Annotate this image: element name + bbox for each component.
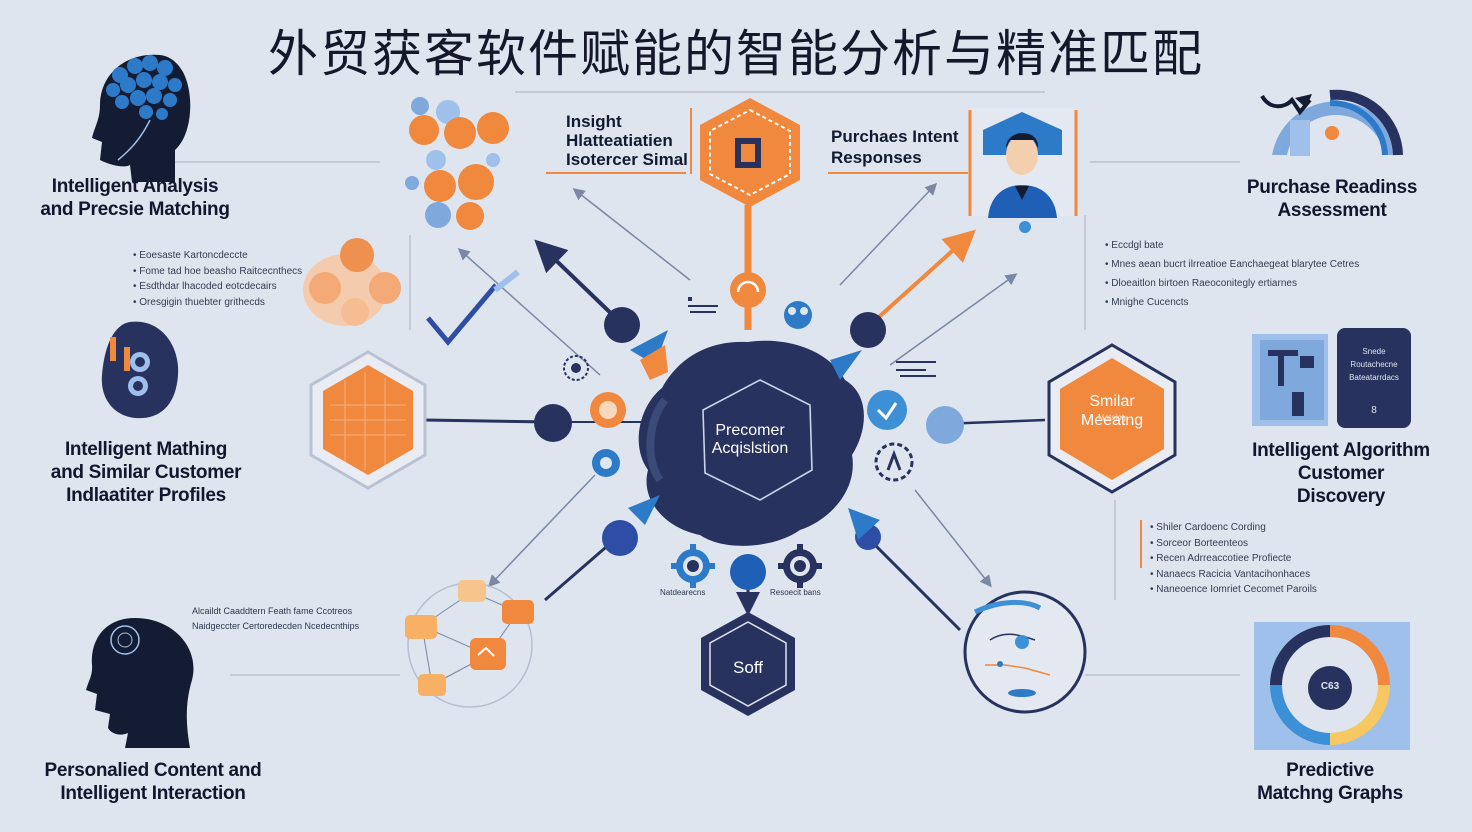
top-hexagon [700,98,800,207]
person-silhouette-icon [86,618,194,748]
gear-caption-left: Natdearecns [660,588,706,597]
gauge-icon [1260,89,1403,156]
personalized-label: Personalied Content and Intelligent Inte… [44,760,262,804]
bullet-item: Shiler Cardoenc Cording [1150,520,1317,536]
insight-underline [546,172,686,174]
algorithm-card-text: Snede Routachecne Bateatarrdacs [1349,347,1399,382]
bottom-hex-label: Soff [733,658,763,677]
bullet-item: Sorceor Borteenteos [1150,536,1317,552]
orange-circle-cluster [405,97,509,230]
bottom-hexagon [701,612,795,716]
insight-label: Insight Hlatteatiatien Isotercer Simal [566,112,688,169]
analysis-label: Intelligent Analysis and Precsie Matchin… [40,176,230,220]
right-hexagon [1047,343,1177,494]
algorithm-label: Intelligent Algorithm Customer Discovery [1252,440,1430,507]
matching-device-icon [101,321,179,419]
similar-hex-sublabel: Matcing [1097,413,1126,422]
bullet-item: Nanaecs Racicia Vantacihonhaces [1150,567,1317,583]
algorithm-bullets: Shiler Cardoenc Cording Sorceor Borteent… [1150,520,1317,598]
predictive-label: Predictive Matchng Graphs [1257,760,1403,804]
orange-blob-group [303,238,401,326]
hub-nodes [534,272,964,590]
central-hub [638,340,864,546]
bullet-item: Fome tad hoe beasho Raitcecnthecs [133,264,302,280]
personalized-caption: Alcaildt Caaddtern Feath fame Ccotreos N… [192,606,360,631]
bullet-item: Eccdgl bate [1105,236,1359,255]
donut-center-label: C63 [1320,681,1340,692]
bullet-item: Mnighe Cucencts [1105,293,1359,312]
purchase-intent-underline [828,172,968,174]
matching-label: Intelligent Mathing and Similar Customer… [50,439,242,506]
analytics-circle [963,590,1087,714]
bullet-item: Eoesaste Kartoncdeccte [133,248,302,264]
arrow-shards [628,330,880,540]
analysis-bullets: Eoesaste Kartoncdeccte Fome tad hoe beas… [133,248,302,310]
gear-icons [563,301,914,588]
purchase-intent-label: Purchaes Intent Responses [831,127,959,167]
network-circle [405,580,534,708]
bullet-item: Recen Adrreaccotiee Profiecte [1150,551,1317,567]
readiness-label: Purchase Readinss Assessment [1246,177,1418,221]
bullet-item: Mnes aean bucrt ilrreatioe Eanchaegeat b… [1105,255,1359,274]
readiness-bullets: Eccdgl bate Mnes aean bucrt ilrreatioe E… [1105,236,1359,312]
bullet-item: Esdthdar lhacoded eotcdecairs [133,279,302,295]
insight-divider [690,108,692,174]
left-hexagon [309,350,427,490]
person-card [968,108,1078,233]
donut-chart [1254,622,1410,750]
page-title: 外贸获客软件赋能的智能分析与精准匹配 [268,25,1204,83]
algorithm-bullets-bar [1140,520,1142,568]
check-icon [426,283,498,346]
bullet-item: Naneoence Iomriet Cecomet Paroils [1150,582,1317,598]
brain-head-icon [92,54,191,182]
gear-caption-right: Resoecit bans [770,588,821,597]
small-decor [688,297,936,377]
algorithm-cards [1252,328,1411,428]
bullet-item: Dloeaitlon birtoen Raeoconitegly ertiarn… [1105,274,1359,293]
hub-label: Precomer Acqislstion [711,422,789,457]
algorithm-card-number: 8 [1371,405,1377,416]
bullet-item: Oresgigin thuebter grithecds [133,295,302,311]
similar-hex-label: Smilar Meeatng [1080,393,1144,429]
